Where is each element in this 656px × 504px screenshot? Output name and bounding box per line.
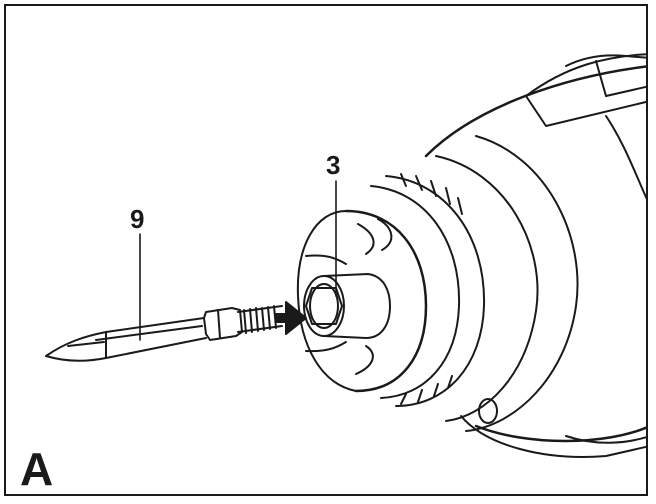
chuck-sleeve — [296, 209, 428, 393]
callout-chuck-number: 3 — [326, 150, 341, 180]
screwdriver-bit — [45, 233, 283, 362]
drill-illustration — [45, 53, 646, 458]
clutch-ring — [370, 173, 486, 407]
bit-holder — [303, 180, 391, 339]
insertion-arrow — [275, 301, 307, 335]
figure-letter: A — [20, 443, 54, 495]
screw-icon — [478, 398, 498, 424]
drill-collar — [435, 135, 579, 432]
diagram-frame: 9 3 A — [4, 4, 648, 496]
callout-bit-number: 9 — [130, 204, 145, 234]
drill-body — [424, 53, 646, 458]
